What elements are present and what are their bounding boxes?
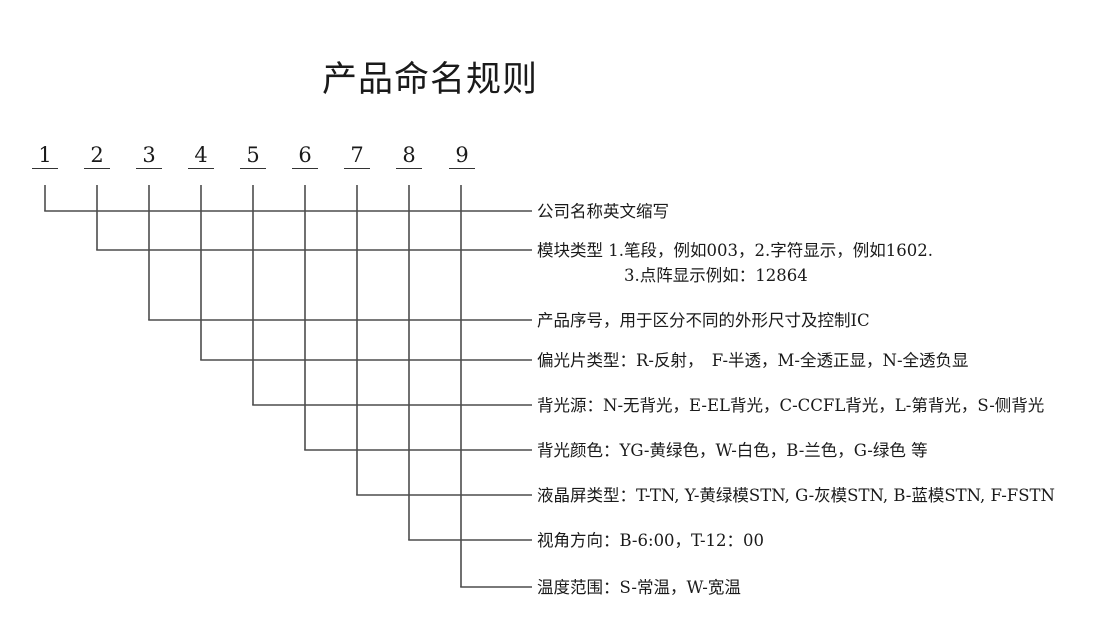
description-text-9: 温度范围：S-常温，W-宽温: [537, 578, 741, 597]
digit-underline: [84, 168, 110, 169]
digit-marker-8: 8: [396, 143, 422, 169]
digit-marker-3: 3: [136, 143, 162, 169]
digit-marker-6: 6: [292, 143, 318, 169]
description-text-5: 背光源：N-无背光，E-EL背光，C-CCFL背光，L-第背光，S-侧背光: [537, 396, 1045, 415]
leader-line-6: [304, 185, 532, 451]
leader-line-2: [96, 185, 532, 251]
digit-label: 3: [142, 143, 156, 167]
digit-underline: [188, 168, 214, 169]
leader-line-3: [148, 185, 532, 321]
digit-label: 1: [38, 143, 52, 167]
description-text-6: 背光颜色：YG-黄绿色，W-白色，B-兰色，G-绿色 等: [537, 441, 928, 460]
digit-label: 6: [298, 143, 312, 167]
digit-label: 4: [194, 143, 208, 167]
description-text-3: 产品序号，用于区分不同的外形尺寸及控制IC: [537, 311, 870, 330]
leader-line-9: [460, 185, 532, 588]
digit-underline: [136, 168, 162, 169]
page-title: 产品命名规则: [321, 60, 538, 100]
digit-marker-5: 5: [240, 143, 266, 169]
digit-underline: [344, 168, 370, 169]
description-text-2-continuation: 3.点阵显示例如：12864: [624, 266, 808, 285]
digit-underline: [449, 168, 475, 169]
leader-line-7: [356, 185, 532, 496]
digit-label: 9: [455, 143, 469, 167]
description-text-7: 液晶屏类型：T-TN, Y-黄绿模STN, G-灰模STN, B-蓝模STN, …: [537, 486, 1055, 505]
digit-marker-1: 1: [32, 143, 58, 169]
description-text-2: 模块类型 1.笔段，例如003，2.字符显示，例如1602.: [537, 241, 933, 260]
description-text-1: 公司名称英文缩写: [537, 202, 669, 221]
digit-marker-4: 4: [188, 143, 214, 169]
digit-label: 5: [246, 143, 260, 167]
leader-line-4: [200, 185, 532, 361]
digit-marker-9: 9: [449, 143, 475, 169]
digit-label: 2: [90, 143, 104, 167]
leader-line-5: [252, 185, 532, 406]
digit-label: 7: [350, 143, 364, 167]
leader-line-1: [44, 185, 532, 212]
digit-underline: [396, 168, 422, 169]
digit-marker-7: 7: [344, 143, 370, 169]
digit-underline: [292, 168, 318, 169]
digit-marker-2: 2: [84, 143, 110, 169]
digit-label: 8: [402, 143, 416, 167]
leader-line-8: [408, 185, 532, 541]
description-text-4: 偏光片类型：R-反射， F-半透，M-全透正显，N-全透负显: [537, 351, 969, 370]
digit-underline: [32, 168, 58, 169]
description-text-8: 视角方向：B-6:00，T-12：00: [537, 531, 765, 550]
digit-underline: [240, 168, 266, 169]
